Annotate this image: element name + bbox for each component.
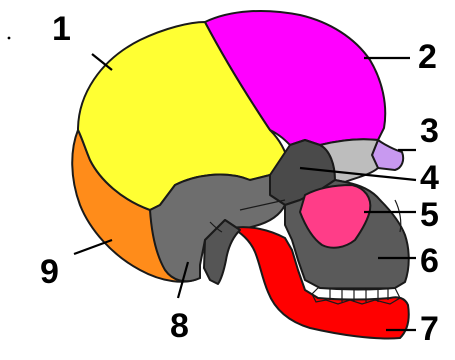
leader-9 — [74, 240, 112, 254]
label-3: 3 — [420, 112, 439, 150]
label-6: 6 — [420, 242, 439, 280]
label-8: 8 — [170, 307, 189, 345]
label-1: 1 — [52, 10, 71, 48]
label-7: 7 — [420, 310, 439, 348]
label-4: 4 — [420, 159, 439, 197]
label-2: 2 — [418, 38, 437, 76]
label-9: 9 — [40, 253, 59, 291]
label-5: 5 — [420, 196, 439, 234]
stray-dot — [8, 37, 11, 40]
